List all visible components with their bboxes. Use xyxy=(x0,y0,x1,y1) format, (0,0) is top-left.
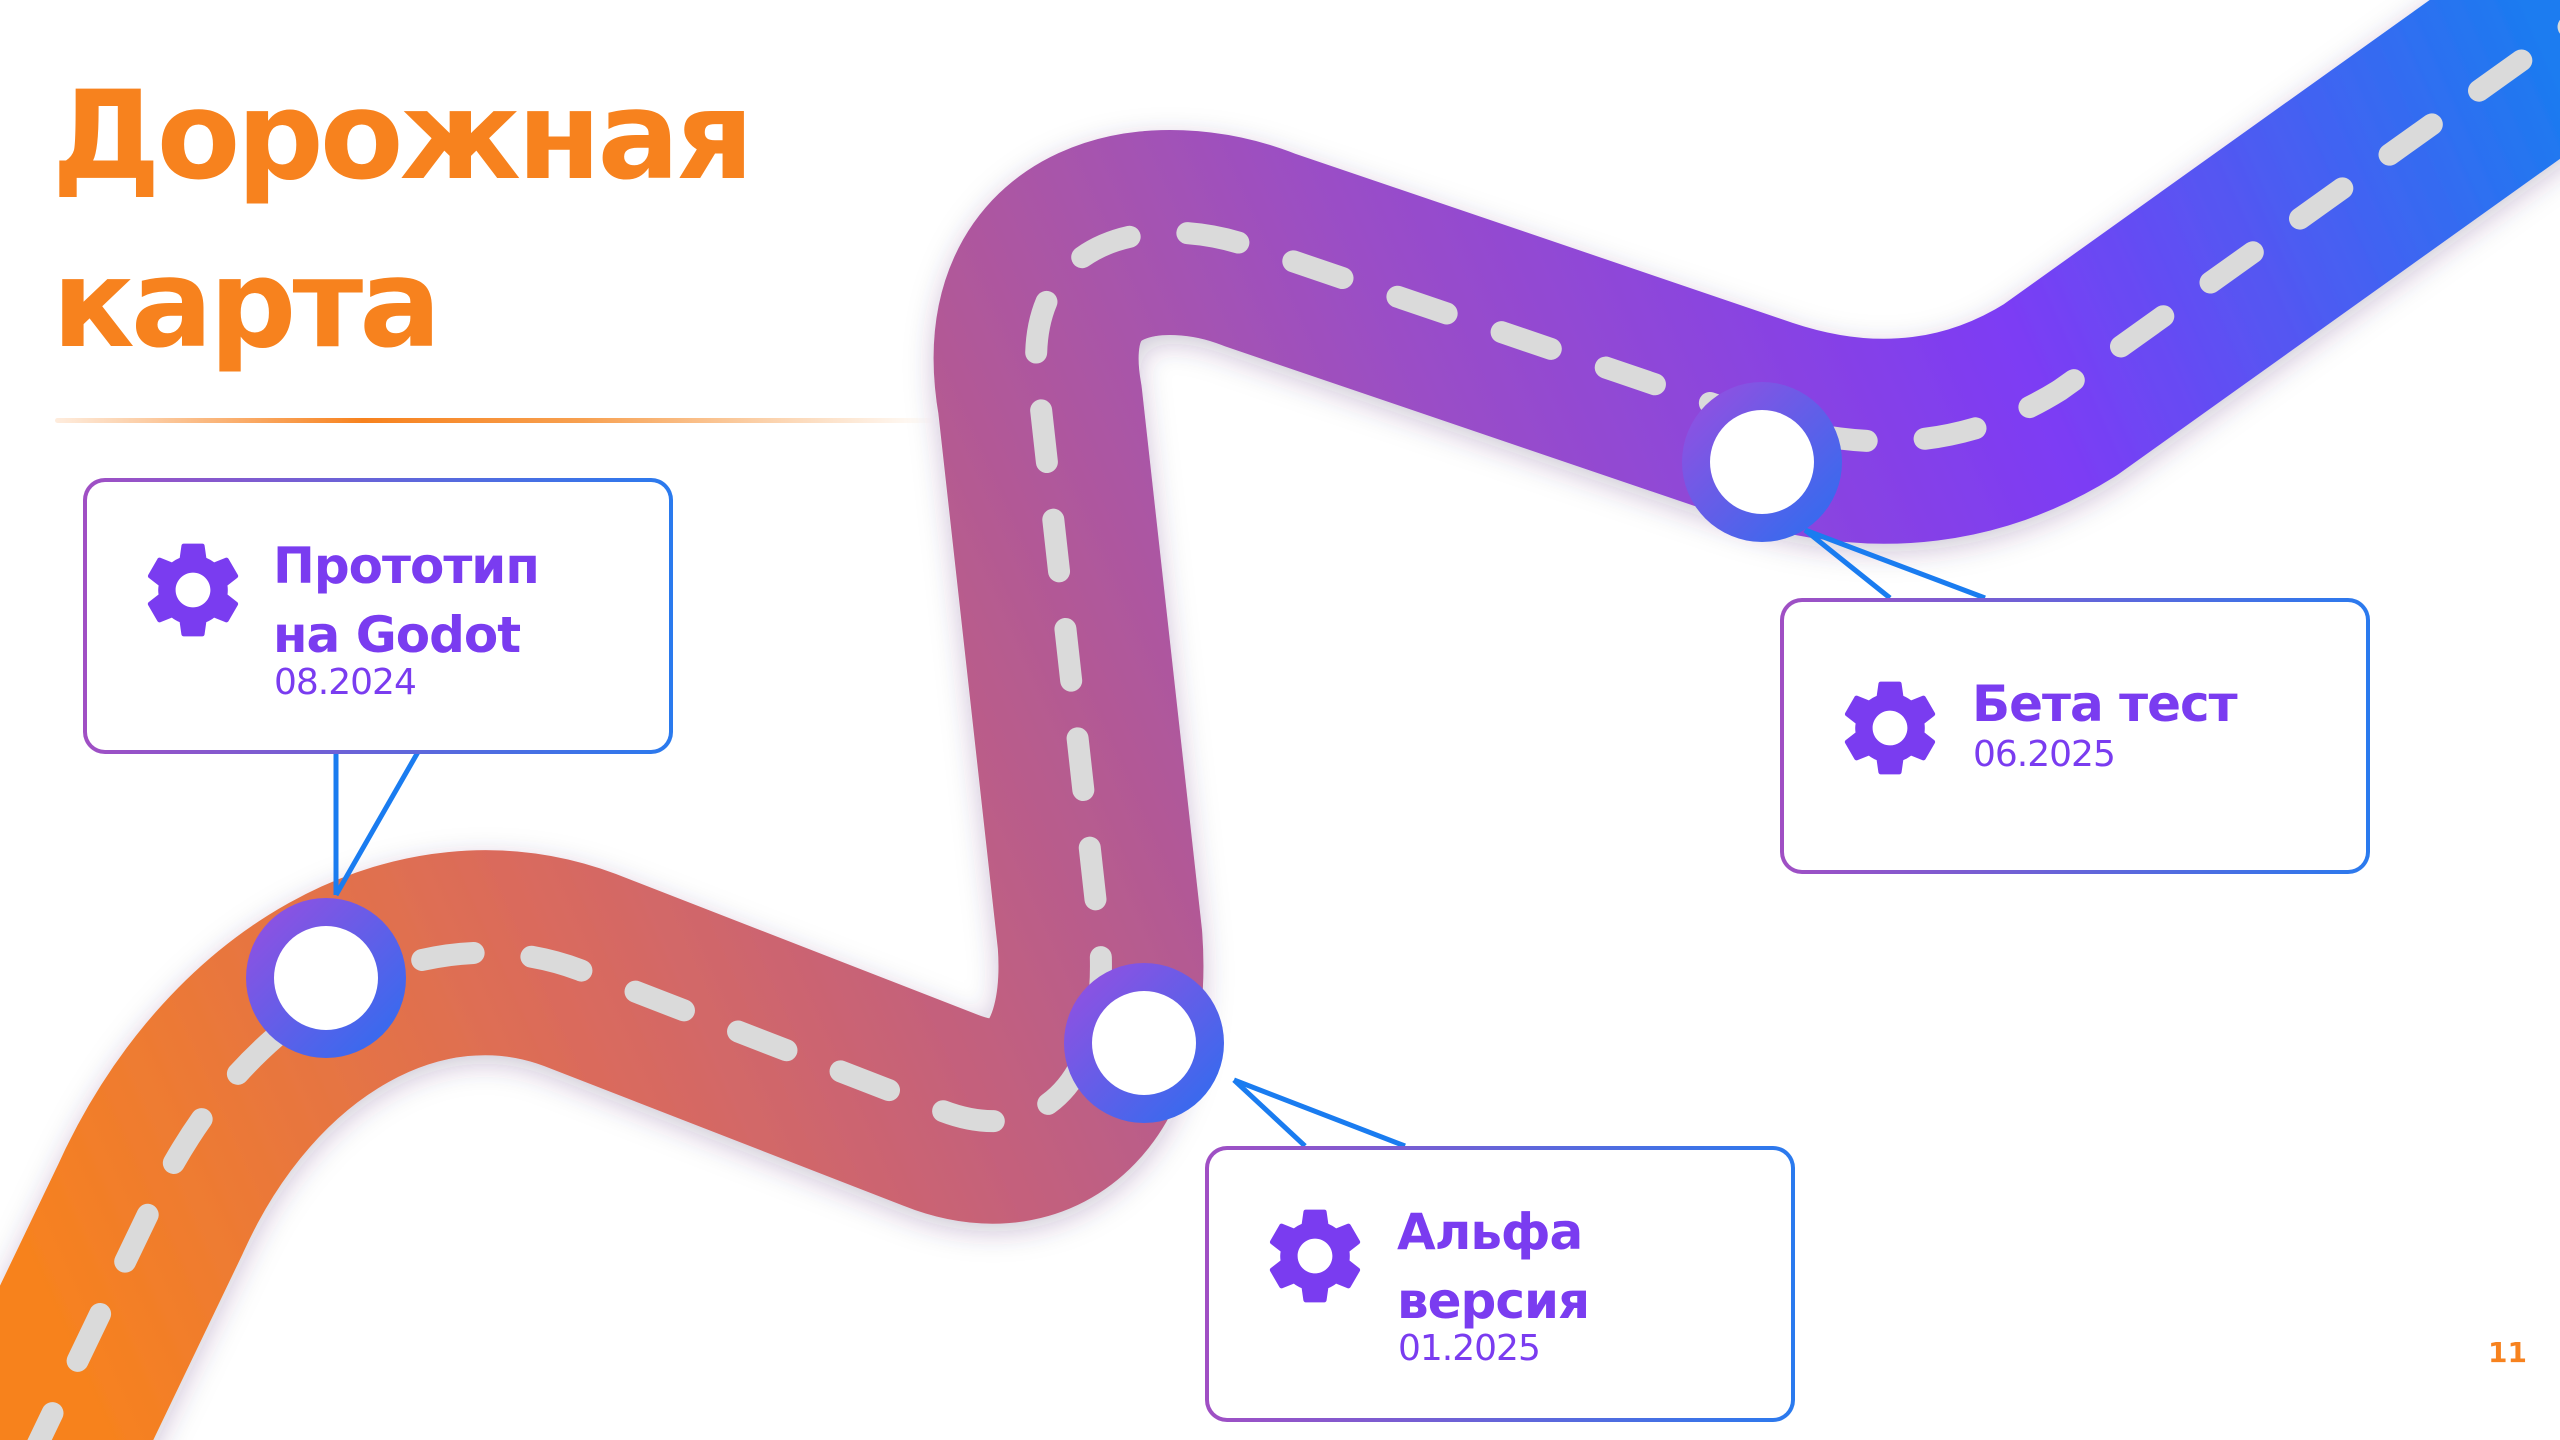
milestone-date-prototype: 08.2024 xyxy=(274,662,417,703)
milestone-marker-prototype xyxy=(246,898,406,1058)
milestone-title-line-2: на Godot xyxy=(273,606,521,664)
gear-icon xyxy=(1844,681,1936,775)
milestone-card-alpha: Альфа версия 01.2025 xyxy=(1205,1146,1795,1422)
milestone-title-beta: Бета тест xyxy=(1972,670,2238,739)
milestone-title-line-1: Бета тест xyxy=(1972,675,2238,733)
milestone-title-alpha: Альфа версия xyxy=(1397,1198,1590,1336)
milestone-title-line-1: Прототип xyxy=(273,537,540,595)
milestone-title-prototype: Прототип на Godot xyxy=(273,532,540,670)
gear-icon xyxy=(1269,1209,1361,1303)
milestone-marker-alpha xyxy=(1064,963,1224,1123)
milestone-title-line-1: Альфа xyxy=(1397,1203,1583,1261)
page-number: 11 xyxy=(2488,1336,2527,1369)
slide-title-line-1: Дорожная xyxy=(52,65,754,207)
milestone-date-beta: 06.2025 xyxy=(1973,734,2116,775)
title-underline xyxy=(55,418,935,423)
milestone-card-beta: Бета тест 06.2025 xyxy=(1780,598,2370,874)
gear-icon xyxy=(147,543,239,637)
milestone-title-line-2: версия xyxy=(1397,1272,1590,1330)
connector-lines xyxy=(333,527,1986,1149)
milestone-date-alpha: 01.2025 xyxy=(1398,1328,1541,1369)
milestone-marker-beta xyxy=(1682,382,1842,542)
slide-title: Дорожная карта xyxy=(52,52,754,388)
slide-title-line-2: карта xyxy=(52,233,441,375)
milestone-card-prototype: Прототип на Godot 08.2024 xyxy=(83,478,673,754)
